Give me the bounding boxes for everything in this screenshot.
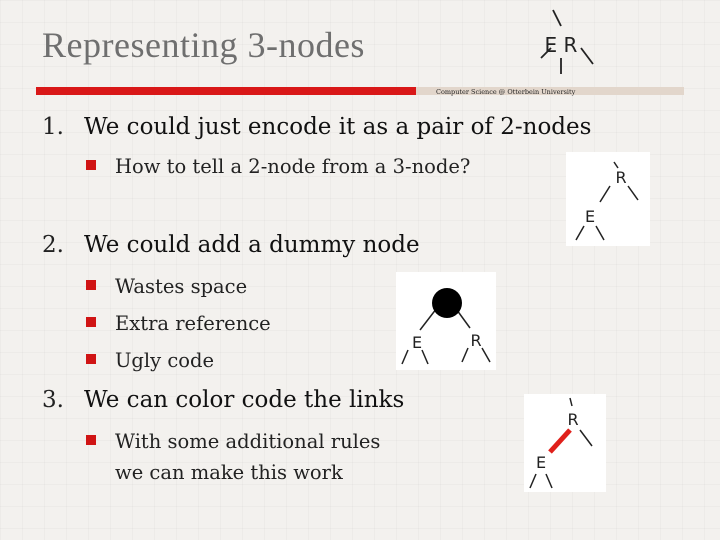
dummy-node-icon <box>432 288 462 318</box>
item-number: 2. <box>42 232 64 258</box>
list-item-1: 1. We could just encode it as a pair of 2… <box>42 114 591 140</box>
subitem-text: With some additional rules <box>115 430 381 453</box>
list-item-2: 2. We could add a dummy node <box>42 232 420 258</box>
node-label: E <box>412 333 422 352</box>
logo-letters: E R <box>545 33 578 57</box>
square-bullet-icon <box>86 280 96 290</box>
item-text: We can color code the links <box>84 387 405 413</box>
red-link-diagram: R E <box>524 394 606 492</box>
title-rule <box>36 87 416 95</box>
node-label: E <box>536 453 546 472</box>
dummy-node-diagram: E R <box>396 272 496 370</box>
list-item-3: 3. We can color code the links <box>42 387 404 413</box>
square-bullet-icon <box>86 435 96 445</box>
subitem-text: How to tell a 2-node from a 3-node? <box>115 155 471 178</box>
item-text: We could just encode it as a pair of 2-n… <box>84 114 592 140</box>
subitem-text: Ugly code <box>115 349 215 372</box>
node-label: E <box>585 207 595 226</box>
square-bullet-icon <box>86 354 96 364</box>
slide-title: Representing 3-nodes <box>42 25 365 65</box>
er-logo-icon: E R <box>521 4 605 82</box>
node-label: R <box>470 331 481 350</box>
credit-text: Computer Science @ Otterbein University <box>436 88 576 96</box>
red-link <box>548 428 572 454</box>
subitem-text: Wastes space <box>115 275 248 298</box>
node-label: R <box>615 168 626 187</box>
node-label: R <box>567 410 578 429</box>
item-number: 3. <box>42 387 64 413</box>
subitem-text: Extra reference <box>115 312 271 335</box>
square-bullet-icon <box>86 160 96 170</box>
square-bullet-icon <box>86 317 96 327</box>
subitem-text: we can make this work <box>115 461 343 484</box>
item-text: We could add a dummy node <box>84 232 420 258</box>
two-node-pair-diagram: R E <box>566 152 650 246</box>
title-rule-right <box>416 87 684 95</box>
item-number: 1. <box>42 114 64 140</box>
